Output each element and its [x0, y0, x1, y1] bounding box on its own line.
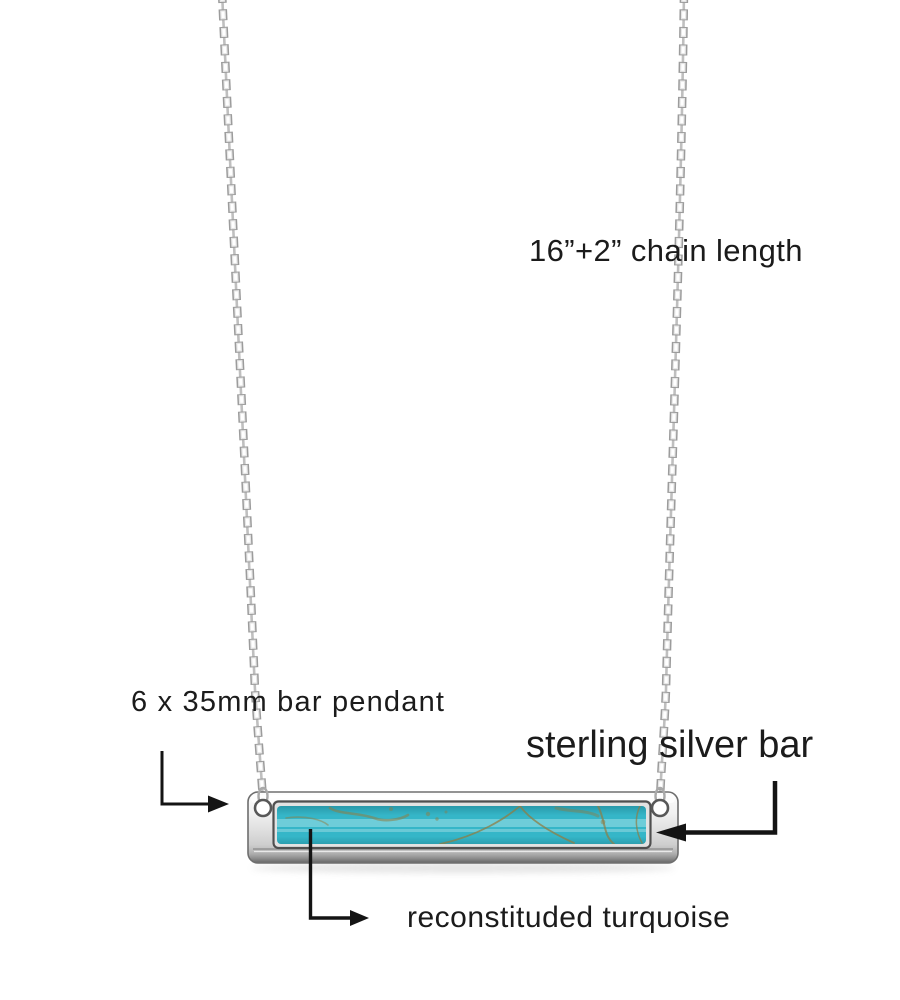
bezel-outline: [272, 800, 652, 850]
pendant-bar: [247, 786, 679, 873]
label-sterling-silver-bar: sterling silver bar: [526, 724, 814, 766]
attachment-holes: [253, 786, 670, 818]
pendant-shadow: [251, 863, 675, 873]
bar-hole-left: [253, 798, 273, 818]
arrow-turquoise-line: [308, 829, 351, 920]
chain-left-strand: [218, 0, 268, 800]
arrow-bar-pendant: [160, 751, 229, 813]
arrow-silver-bar-line: [685, 781, 778, 835]
turquoise-stone: [277, 806, 646, 844]
arrow-turquoise: [308, 829, 369, 926]
arrow-silver-bar: [656, 781, 778, 842]
label-reconstituted-turquoise: reconstituded turquoise: [407, 901, 731, 934]
arrow-turquoise-head: [350, 910, 369, 926]
label-bar-pendant: 6 x 35mm bar pendant: [131, 686, 446, 718]
matrix-veins: [285, 806, 643, 844]
arrow-bar-pendant-head: [208, 795, 229, 813]
arrow-bar-pendant-line: [160, 751, 210, 806]
label-chain-length: 16”+2” chain length: [529, 233, 803, 268]
chain-right-strand: [655, 0, 689, 800]
bar-bottom-shading: [250, 848, 676, 862]
arrow-silver-bar-head: [656, 823, 686, 842]
bar-hole-right: [650, 798, 670, 818]
